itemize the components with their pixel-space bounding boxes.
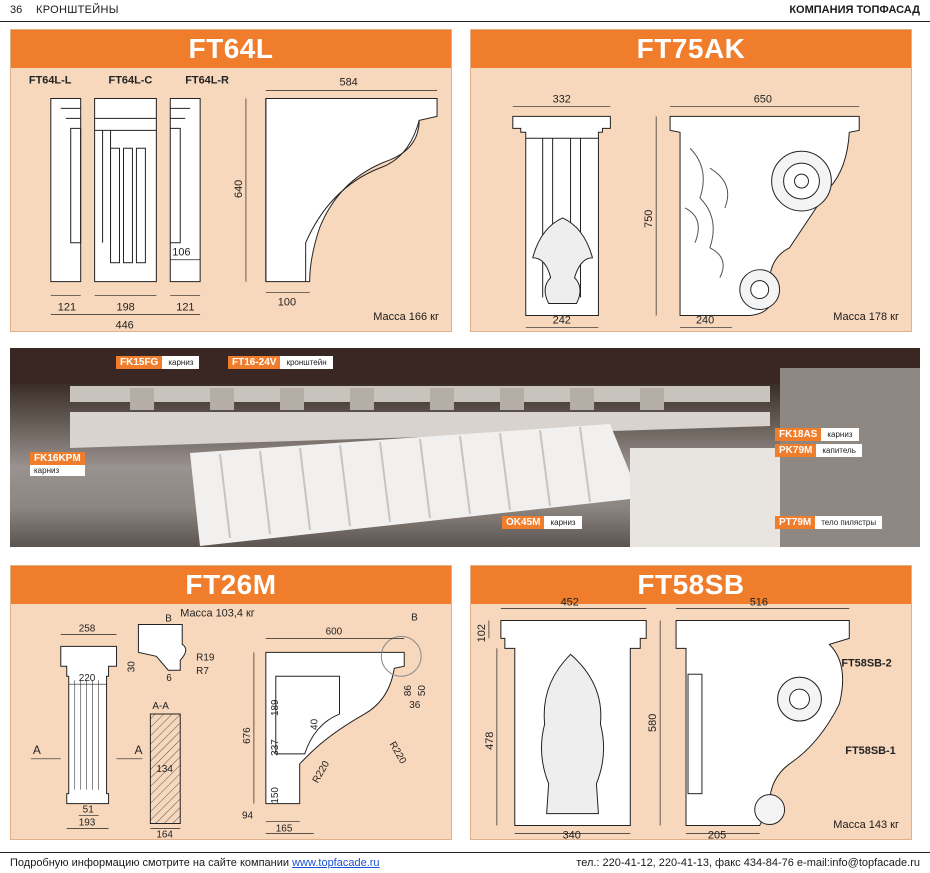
dim-6: 6	[166, 673, 172, 684]
card-ft64l: FT64L	[10, 29, 452, 332]
mass-ft75ak: Масса 178 кг	[833, 311, 899, 323]
dim-676: 676	[242, 727, 253, 744]
label-ft58sb-2: FT58SB-2	[841, 657, 891, 669]
dim-198: 198	[117, 302, 135, 314]
mass-ft26m: Масса 103,4 кг	[180, 607, 255, 619]
ft64l-drawing: FT64L-L FT64L-C FT64L-R 121 198 121 446 …	[29, 75, 438, 331]
ft75ak-front	[512, 115, 611, 316]
dim-94: 94	[242, 811, 254, 822]
dim-106: 106	[172, 247, 190, 259]
section-a-left: A	[33, 743, 41, 757]
ft58sb-drawing: 452 516 102 478 580 340 205 FT58SB-2 FT5…	[476, 597, 896, 842]
company-name: КОМПАНИЯ ТОПФАСАД	[789, 4, 920, 16]
footer-contacts: тел.: 220-41-12, 220-41-13, факс 434-84-…	[576, 857, 920, 869]
dim-242: 242	[553, 314, 571, 326]
dim-165: 165	[276, 824, 293, 835]
dim-r19: R19	[196, 652, 215, 663]
card-title: FT26M	[11, 566, 451, 604]
dim-446: 446	[116, 319, 134, 331]
dim-584: 584	[340, 77, 358, 89]
dim-r220b: R220	[311, 759, 333, 785]
ft26m-drawing: Масса 103,4 кг 258 220 51 193 A A A-A 13…	[30, 607, 428, 840]
dim-340: 340	[563, 829, 581, 841]
ft75ak-acanthus	[532, 217, 594, 305]
dim-478: 478	[484, 732, 496, 750]
dim-332: 332	[553, 93, 571, 105]
mass-ft58sb: Масса 143 кг	[833, 819, 899, 831]
section-title: КРОНШТЕЙНЫ	[36, 4, 119, 16]
dim-36: 36	[409, 700, 421, 711]
ft64l-r-piece	[169, 97, 201, 283]
label-ft64l-r: FT64L-R	[185, 75, 229, 87]
dim-100: 100	[278, 297, 296, 309]
dim-r7: R7	[196, 666, 209, 677]
section-aa-label: A-A	[152, 701, 169, 712]
dim-102: 102	[476, 624, 488, 642]
ft26m-detail-b	[137, 623, 187, 671]
website-link[interactable]: www.topfacade.ru	[292, 857, 380, 869]
dim-205: 205	[708, 829, 726, 841]
card-ft75ak: FT75AK 332 242 650 750	[470, 29, 912, 332]
dim-600: 600	[326, 626, 343, 637]
footer-info: Подробную информацию смотрите на сайте к…	[10, 857, 380, 869]
dim-220: 220	[79, 673, 96, 684]
dim-86: 86	[403, 685, 414, 697]
ft64l-l-piece	[50, 97, 82, 283]
dim-r220a: R220	[387, 740, 409, 766]
dim-452: 452	[561, 597, 579, 609]
detail-b-circle-label: B	[411, 612, 418, 623]
dim-30: 30	[126, 661, 137, 673]
dim-121b: 121	[176, 302, 194, 314]
card-ft58sb: FT58SB 452 516 102 478 580 340 2	[470, 565, 912, 842]
card-ft26m: FT26M	[10, 565, 452, 840]
dim-258: 258	[79, 623, 96, 634]
ft26m-detail-circle	[380, 635, 422, 677]
dim-121a: 121	[58, 302, 76, 314]
dim-134: 134	[156, 764, 173, 775]
dim-750: 750	[643, 210, 655, 228]
ft26m-front	[60, 645, 118, 805]
ft26m-section-aa	[149, 713, 181, 825]
dim-650: 650	[754, 93, 772, 105]
label-ft58sb-1: FT58SB-1	[845, 745, 895, 757]
dim-164: 164	[156, 829, 173, 840]
detail-b-label: B	[165, 613, 172, 624]
page-number: 36	[10, 4, 23, 16]
section-a-right: A	[134, 743, 142, 757]
dim-580: 580	[647, 714, 659, 732]
dim-150: 150	[270, 787, 281, 804]
dim-516: 516	[750, 597, 768, 609]
dim-189: 189	[270, 699, 281, 716]
dim-640: 640	[233, 180, 245, 198]
ft58sb-scroll-bottom	[754, 794, 786, 826]
photo-illustration	[10, 348, 920, 547]
page-header: 36 КРОНШТЕЙНЫ КОМПАНИЯ ТОПФАСАД	[0, 0, 930, 22]
label-ft64l-c: FT64L-C	[109, 75, 153, 87]
page-footer: Подробную информацию смотрите на сайте к…	[0, 852, 930, 873]
card-title: FT75AK	[471, 30, 911, 68]
ft58sb-ornament	[540, 653, 605, 815]
dim-50: 50	[417, 685, 428, 697]
dim-40: 40	[310, 718, 321, 730]
card-title: FT64L	[11, 30, 451, 68]
mass-ft64l: Масса 166 кг	[373, 311, 439, 323]
label-ft64l-l: FT64L-L	[29, 75, 72, 87]
ft64l-side-profile	[265, 97, 438, 283]
ft26m-side	[265, 651, 405, 805]
dim-240: 240	[696, 314, 714, 326]
dim-51: 51	[83, 805, 95, 816]
dim-193: 193	[79, 818, 96, 829]
card-title: FT58SB	[471, 566, 911, 604]
ft75ak-drawing: 332 242 650 750 240	[512, 93, 860, 328]
dim-337: 337	[270, 739, 281, 756]
